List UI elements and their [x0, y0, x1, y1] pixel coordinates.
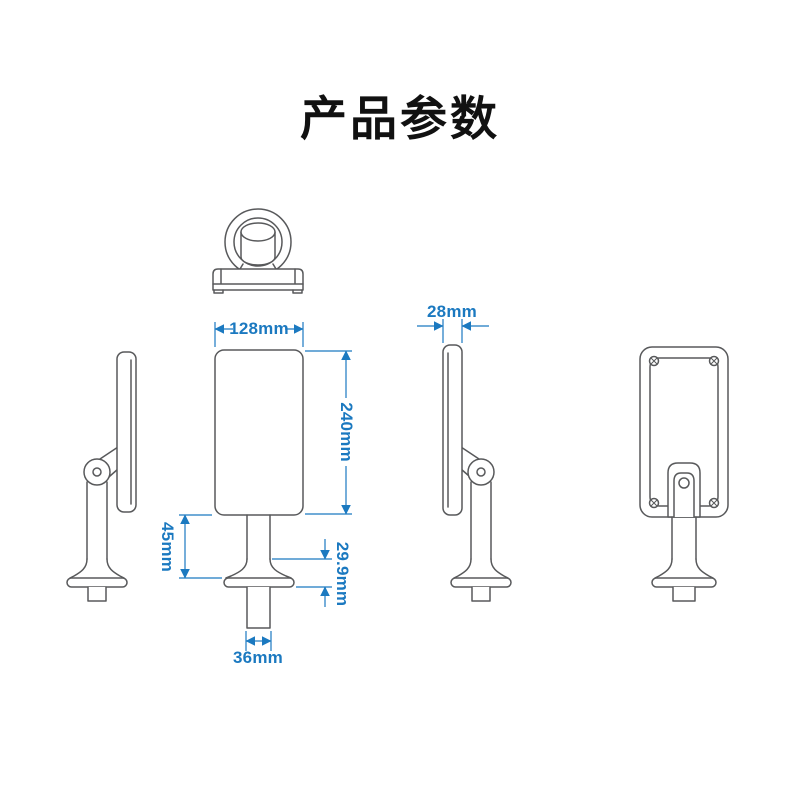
label-panel-width: 128mm — [229, 319, 289, 338]
top-base-feet — [213, 289, 303, 294]
front-panel — [214, 349, 304, 516]
front-base-rim — [223, 577, 295, 588]
left-base-rim — [66, 577, 128, 588]
right-pole — [470, 481, 492, 560]
dim-panel-height — [305, 350, 352, 515]
dim-base-height — [272, 539, 332, 607]
front-view — [214, 349, 304, 629]
screw-cross-icon — [650, 357, 658, 365]
right-pole-stub — [471, 586, 491, 602]
right-panel — [442, 344, 463, 516]
dim-pole-upper — [179, 514, 222, 579]
left-base-flare — [69, 558, 125, 579]
back-bracket-hole — [678, 477, 690, 489]
left-pole — [86, 481, 108, 560]
left-joint — [83, 458, 111, 486]
back-base-rim — [651, 577, 717, 588]
back-pole-stub — [672, 586, 696, 602]
right-joint — [467, 458, 495, 486]
right-joint-screw — [476, 467, 486, 477]
top-base-plate — [212, 268, 304, 291]
top-base-detail — [212, 268, 304, 285]
dim-pole-width — [245, 631, 272, 651]
back-base-flare — [654, 558, 714, 579]
front-base-flare — [225, 558, 292, 579]
back-pole — [671, 516, 697, 560]
label-panel-thickness: 28mm — [427, 302, 477, 321]
back-view — [639, 346, 729, 602]
dimension-lines — [179, 319, 489, 651]
screw-cross-icon — [710, 499, 718, 507]
page-title: 产品参数 — [300, 92, 500, 145]
top-view — [212, 208, 304, 294]
label-panel-height: 240mm — [337, 402, 356, 462]
right-base-rim — [450, 577, 512, 588]
artwork — [66, 208, 729, 629]
dim-panel-width — [214, 322, 304, 347]
front-pole-lower — [246, 586, 271, 629]
side-view-left — [66, 351, 137, 602]
left-panel — [116, 351, 137, 513]
top-knob-cap — [240, 222, 276, 242]
left-pole-stub — [87, 586, 107, 602]
left-joint-screw — [92, 467, 102, 477]
screw-cross-icon — [710, 357, 718, 365]
front-pole-upper — [246, 514, 271, 560]
dimension-labels: 128mm 240mm 45mm 29.9mm 36mm 28mm — [158, 302, 477, 667]
label-base-height: 29.9mm — [333, 542, 352, 607]
side-view-right — [442, 344, 512, 602]
back-screws — [648, 355, 720, 509]
top-neck-lines — [239, 263, 277, 270]
dim-panel-thickness — [417, 319, 489, 343]
label-pole-width: 36mm — [233, 648, 283, 667]
screw-cross-icon — [650, 499, 658, 507]
right-base-flare — [453, 558, 509, 579]
label-pole-upper: 45mm — [158, 522, 177, 572]
